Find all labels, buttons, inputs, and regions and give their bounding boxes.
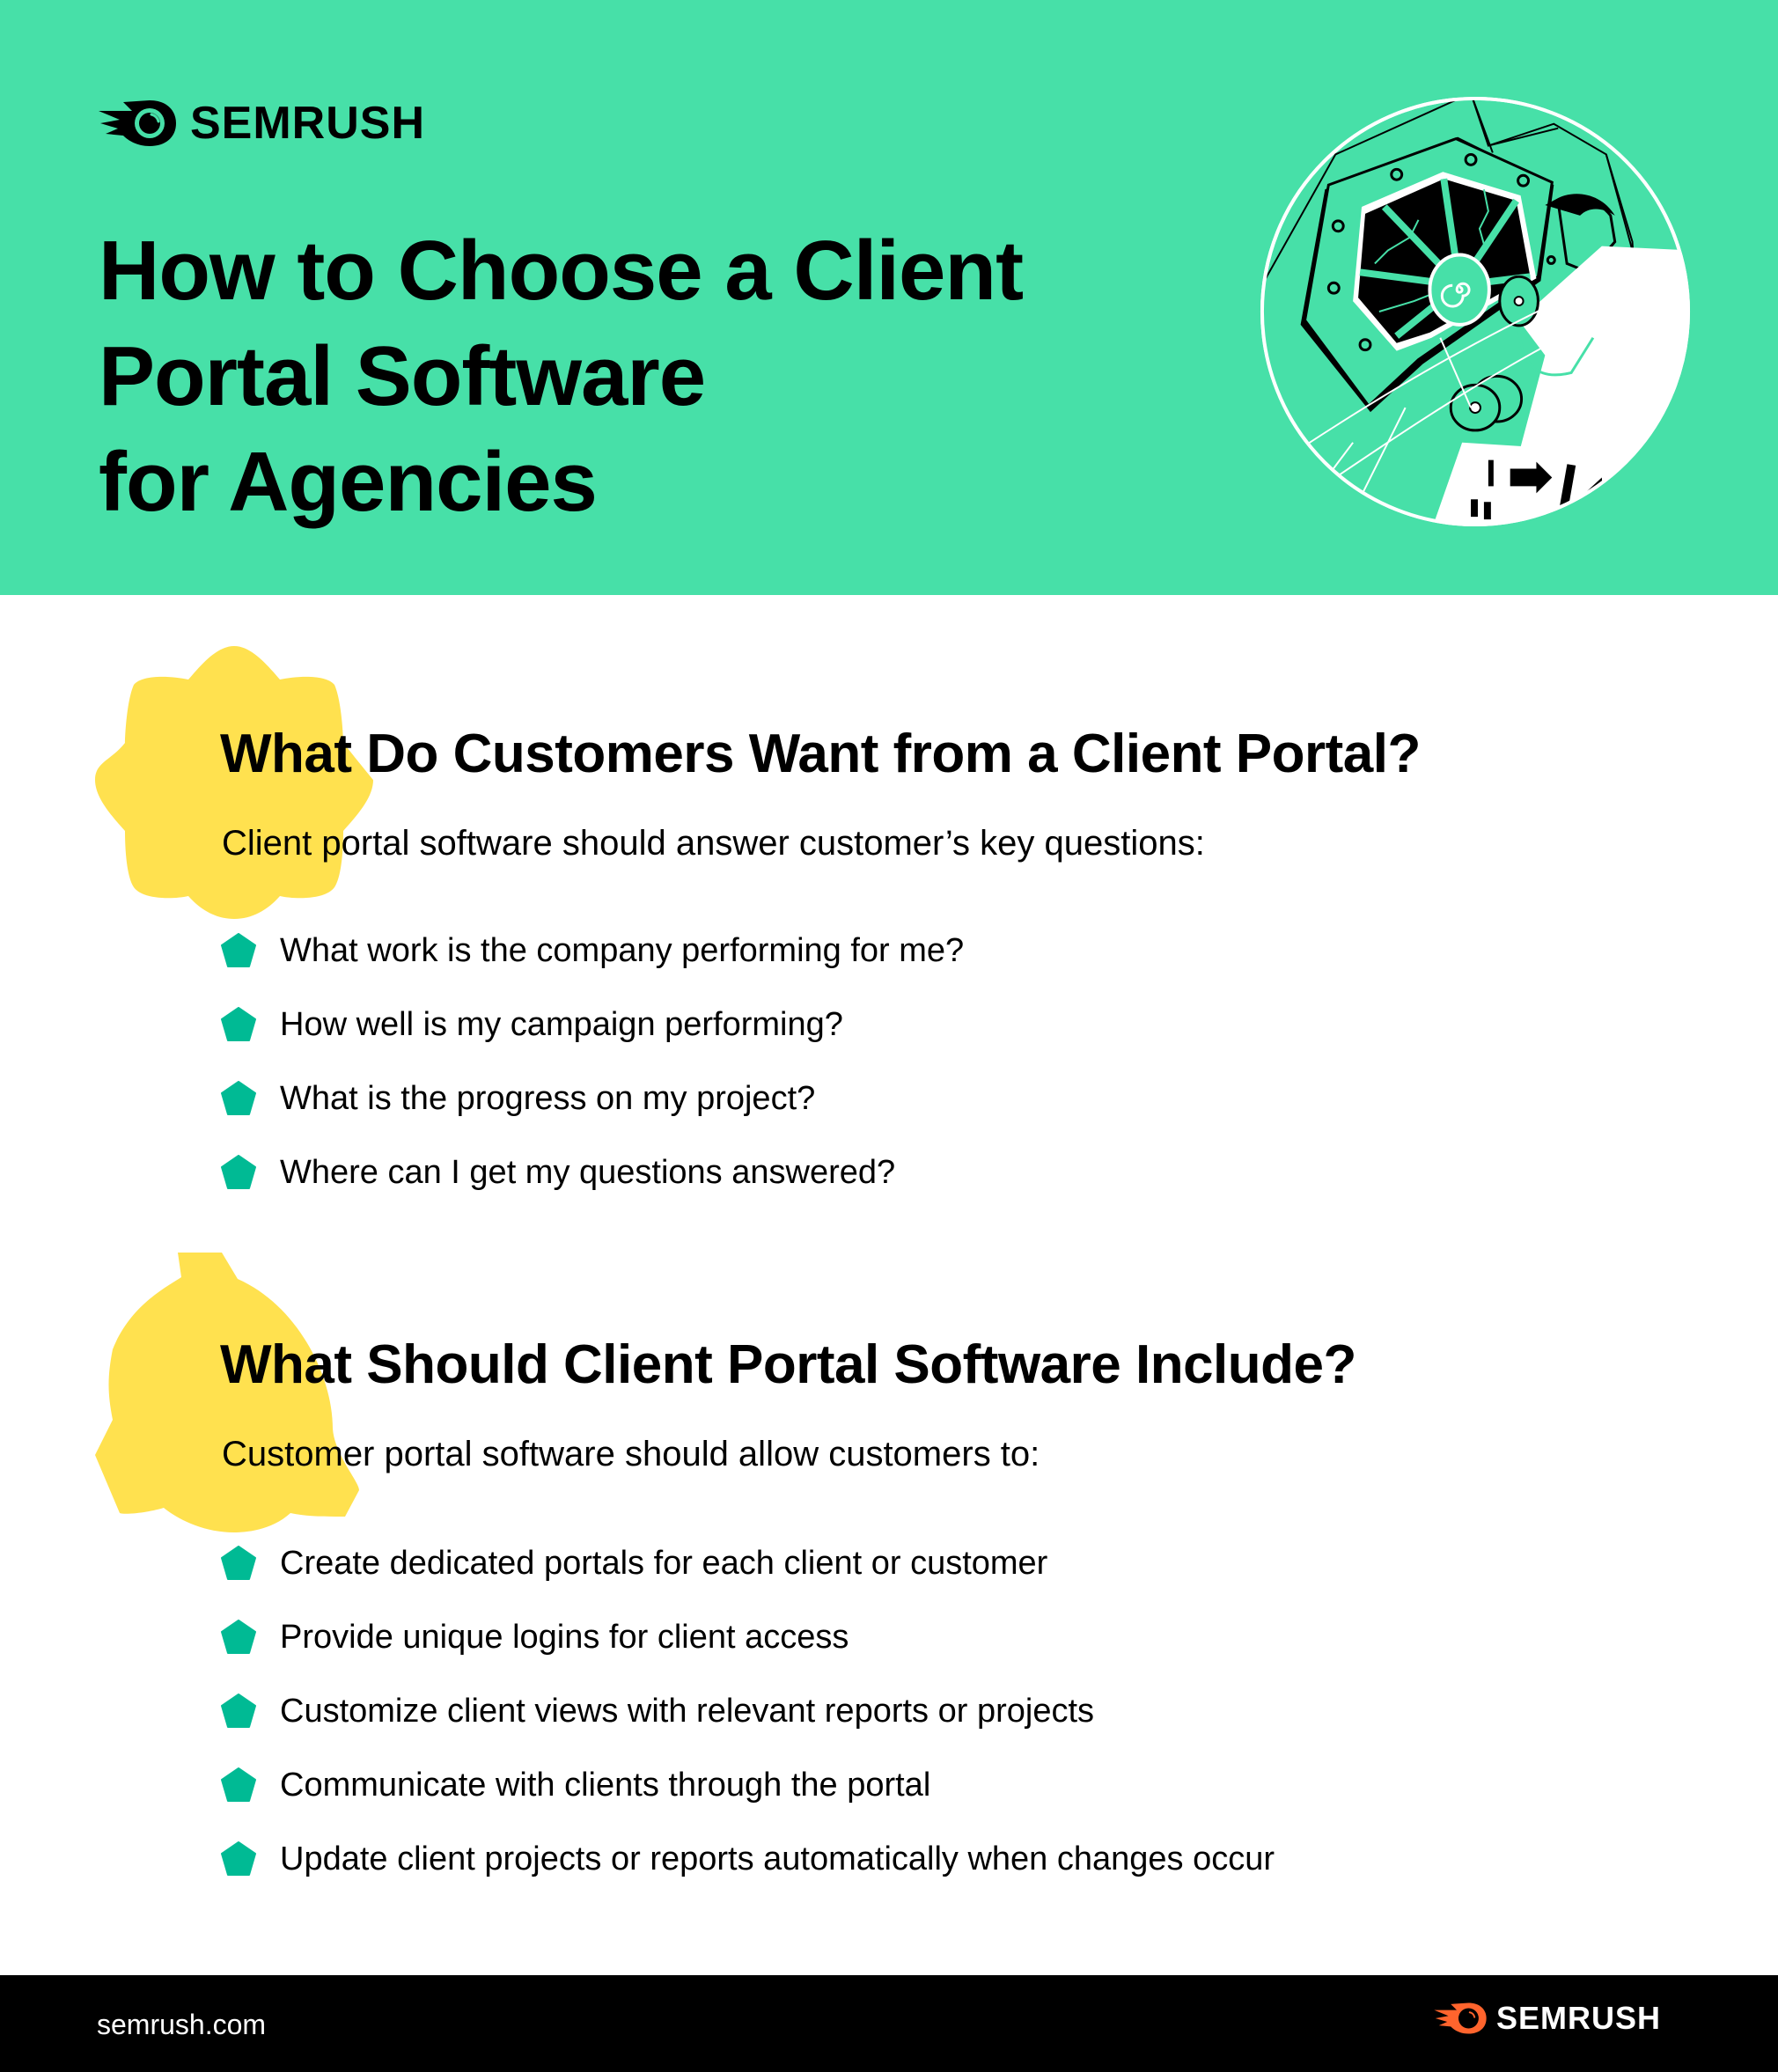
- list-item-text: Customize client views with relevant rep…: [280, 1692, 1095, 1730]
- list-item: Provide unique logins for client access: [220, 1600, 1275, 1674]
- list-item: How well is my campaign performing?: [220, 988, 964, 1062]
- yellow-bell-blob-icon: [95, 1253, 359, 1532]
- footer: semrush.com SEMRUSH: [0, 1975, 1778, 2072]
- list-item-text: Provide unique logins for client access: [280, 1618, 849, 1656]
- customer-questions-list: What work is the company performing for …: [220, 914, 964, 1209]
- section-intro: Customer portal software should allow cu…: [222, 1435, 1040, 1473]
- list-item: Update client projects or reports automa…: [220, 1822, 1275, 1896]
- server-disc-illustration: [1260, 96, 1691, 527]
- section-heading: What Do Customers Want from a Client Por…: [220, 724, 1421, 784]
- list-item: Communicate with clients through the por…: [220, 1748, 1275, 1822]
- semrush-logo: SEMRUSH: [97, 99, 425, 148]
- semrush-comet-icon-orange: [1434, 2002, 1487, 2034]
- teal-pentagon-star-icon: [221, 1694, 256, 1728]
- list-item-text: Where can I get my questions answered?: [280, 1153, 896, 1191]
- teal-pentagon-star-icon: [221, 1155, 256, 1189]
- list-item: What is the progress on my project?: [220, 1062, 964, 1135]
- section-software-includes: What Should Client Portal Software Inclu…: [0, 1250, 1778, 1972]
- semrush-comet-icon: [99, 100, 176, 146]
- teal-pentagon-star-icon: [221, 1007, 256, 1041]
- list-item-text: Create dedicated portals for each client…: [280, 1544, 1048, 1582]
- title-line-1: How to Choose a Client: [99, 224, 1024, 318]
- page-title: How to Choose a Client Portal Software f…: [99, 218, 1155, 535]
- software-features-list: Create dedicated portals for each client…: [220, 1526, 1275, 1896]
- list-item: Create dedicated portals for each client…: [220, 1526, 1275, 1600]
- list-item-text: What is the progress on my project?: [280, 1079, 816, 1117]
- title-line-3: for Agencies: [99, 435, 598, 529]
- list-item-text: How well is my campaign performing?: [280, 1005, 843, 1043]
- teal-pentagon-star-icon: [221, 1767, 256, 1802]
- section-intro: Client portal software should answer cus…: [222, 824, 1205, 863]
- title-line-2: Portal Software: [99, 329, 706, 423]
- yellow-flower-blob-icon: [95, 646, 373, 919]
- list-item: What work is the company performing for …: [220, 914, 964, 988]
- teal-pentagon-star-icon: [221, 1620, 256, 1654]
- footer-brand-name: SEMRUSH: [1496, 2000, 1662, 2036]
- list-item-text: What work is the company performing for …: [280, 931, 965, 969]
- teal-pentagon-star-icon: [221, 933, 256, 967]
- footer-semrush-logo: SEMRUSH: [1433, 2000, 1661, 2037]
- section-heading: What Should Client Portal Software Inclu…: [220, 1334, 1356, 1395]
- list-item: Customize client views with relevant rep…: [220, 1674, 1275, 1748]
- hero-header: SEMRUSH How to Choose a Client Portal So…: [0, 0, 1778, 595]
- teal-pentagon-star-icon: [221, 1841, 256, 1876]
- teal-pentagon-star-icon: [221, 1081, 256, 1115]
- list-item-text: Communicate with clients through the por…: [280, 1766, 931, 1804]
- footer-url-link[interactable]: semrush.com: [97, 2009, 267, 2040]
- brand-name: SEMRUSH: [190, 98, 426, 149]
- list-item: Where can I get my questions answered?: [220, 1135, 964, 1209]
- teal-pentagon-star-icon: [221, 1546, 256, 1580]
- list-item-text: Update client projects or reports automa…: [280, 1840, 1275, 1877]
- section-customer-wants: What Do Customers Want from a Client Por…: [0, 595, 1778, 1264]
